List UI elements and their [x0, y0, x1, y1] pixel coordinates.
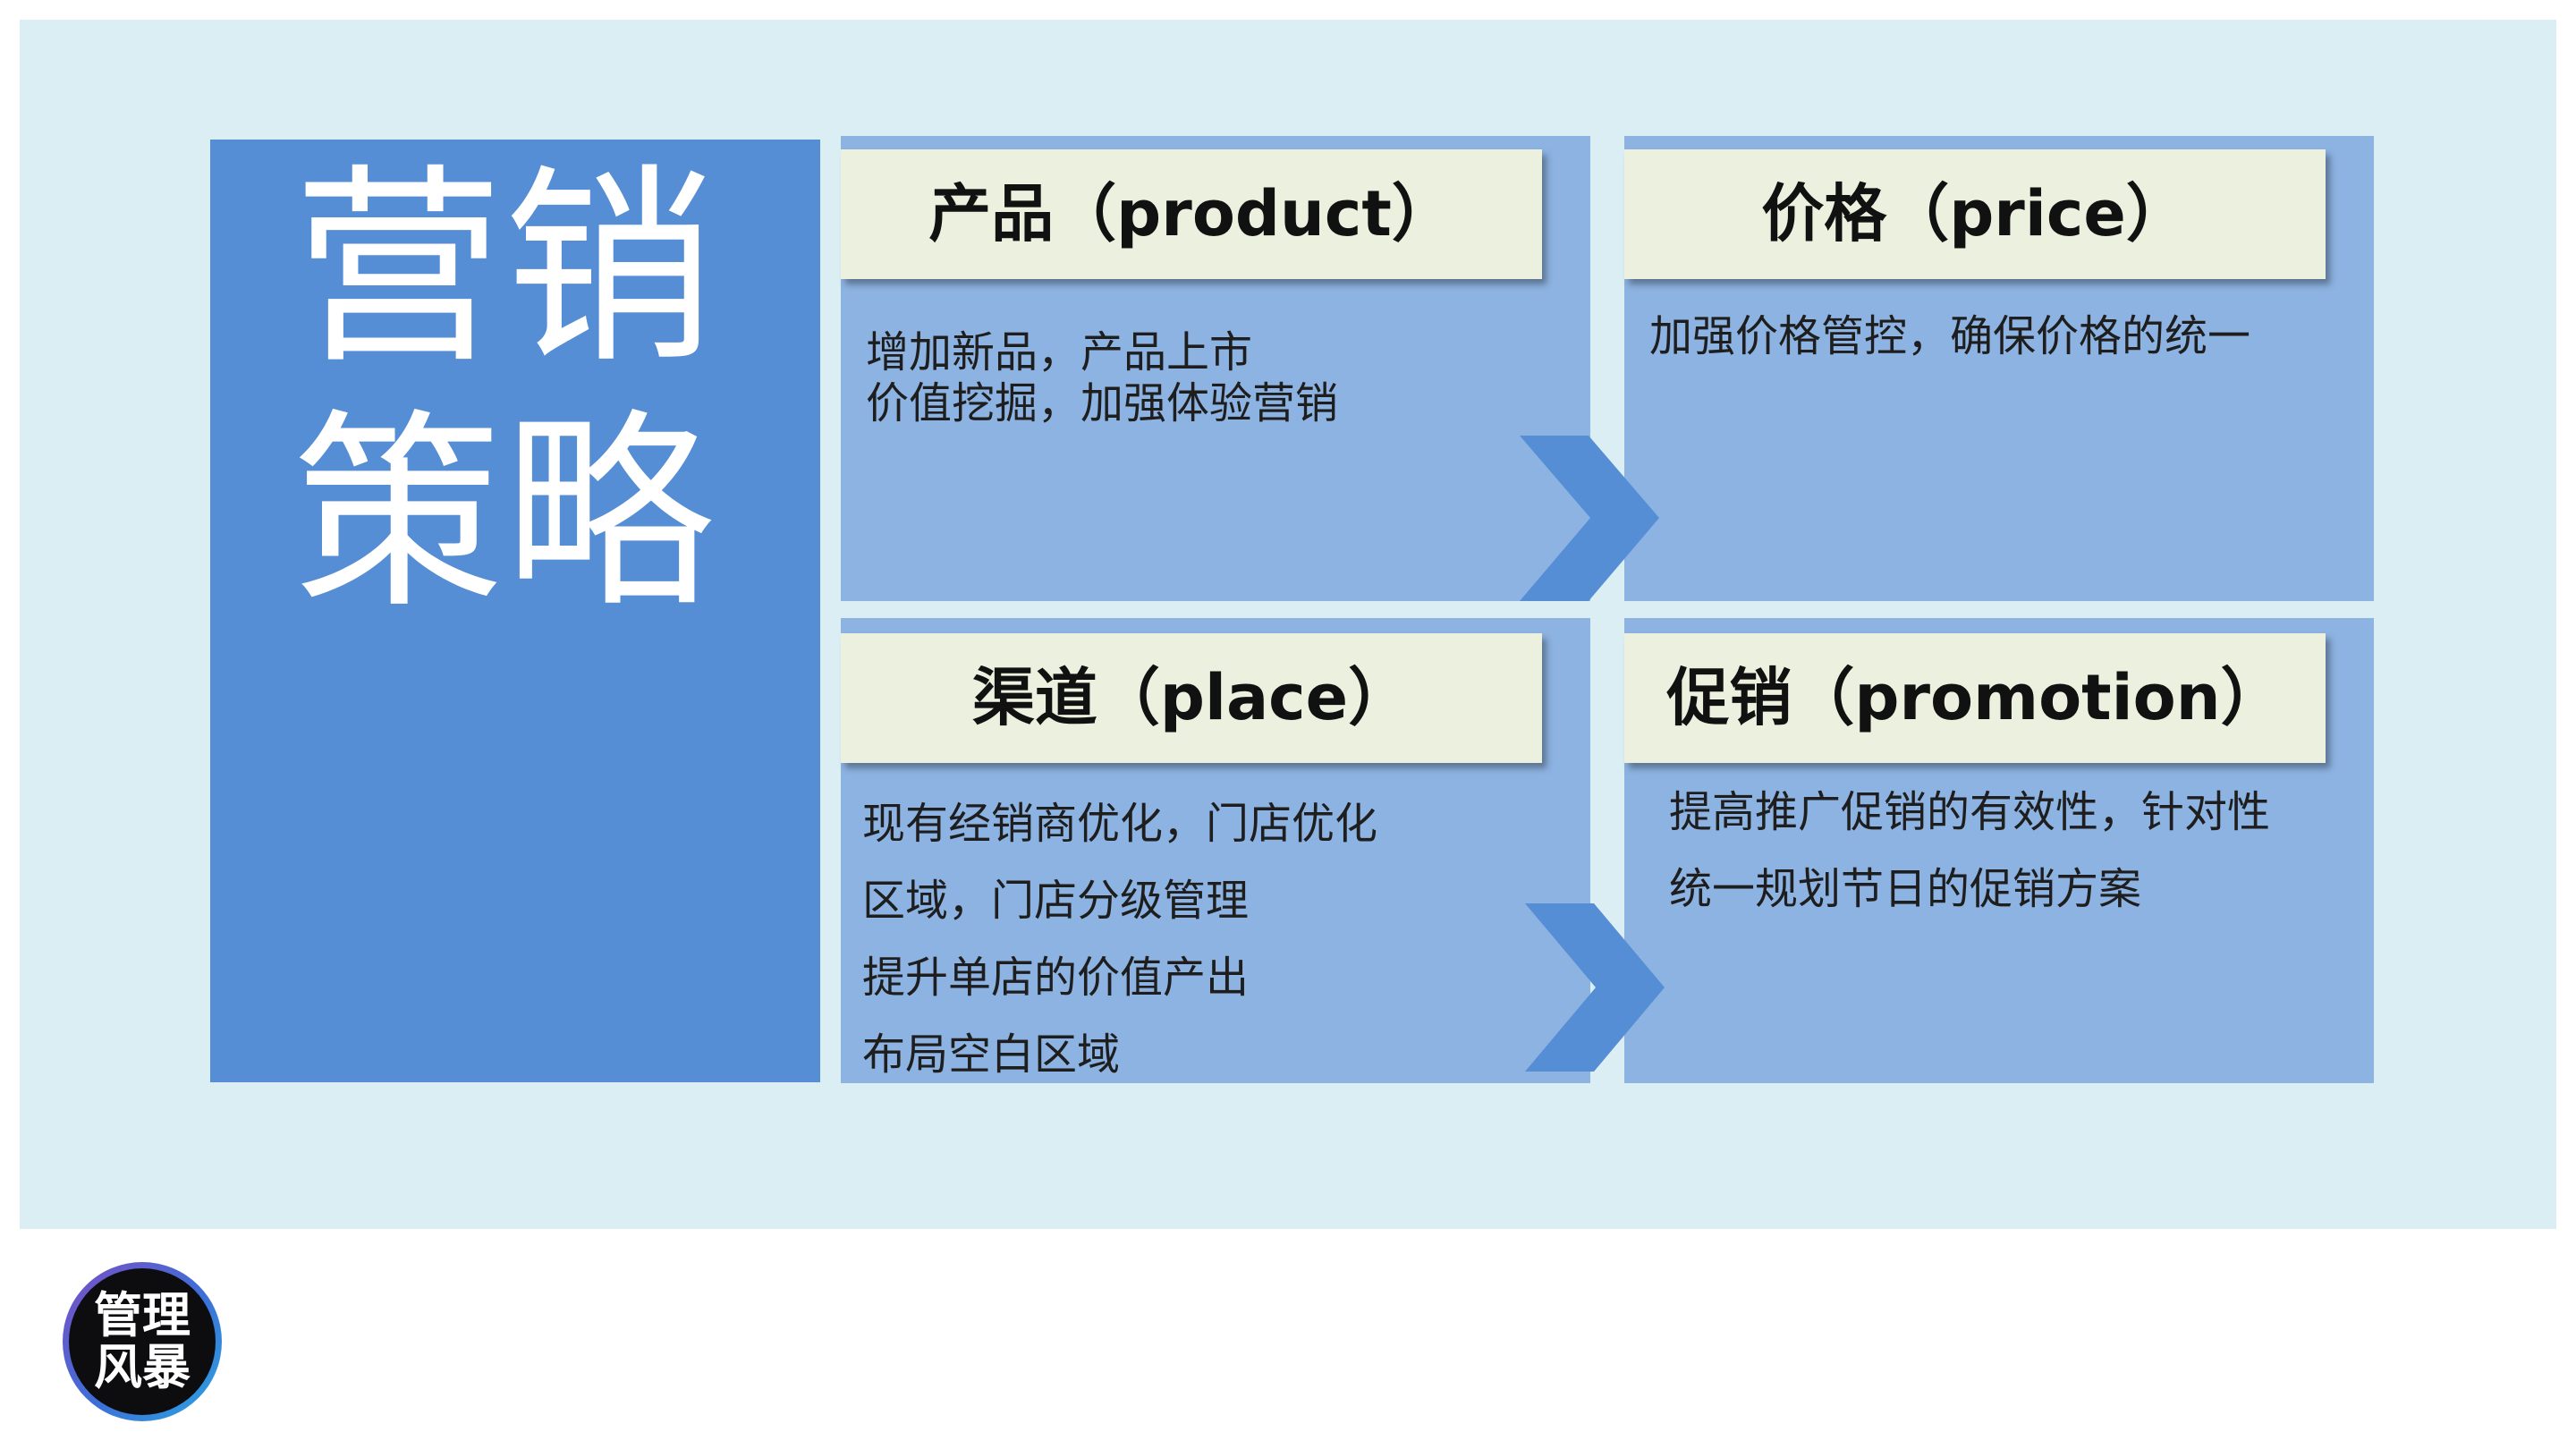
price-line: 加强价格管控，确保价格的统一: [1649, 311, 2251, 361]
promotion-line: 统一规划节日的促销方案: [1669, 864, 2142, 914]
title-line-1: 营销: [292, 146, 716, 392]
price-heading: 价格（price）: [1624, 149, 2326, 279]
slide-title: 营销 策略: [292, 147, 715, 637]
place-body: 现有经销商优化，门店优化 区域，门店分级管理 提升单店的价值产出 布局空白区域: [862, 785, 1377, 1093]
place-line: 布局空白区域: [862, 1030, 1121, 1080]
brand-logo: 管理 风暴: [63, 1262, 222, 1421]
logo-badge: 管理 风暴: [69, 1268, 216, 1415]
product-quadrant: 产品（product） 增加新品，产品上市 价值挖掘，加强体验营销: [841, 136, 1590, 601]
product-body: 增加新品，产品上市 价值挖掘，加强体验营销: [866, 327, 1338, 429]
logo-line-1: 管理: [94, 1287, 191, 1343]
product-line: 价值挖掘，加强体验营销: [866, 378, 1339, 428]
product-line: 增加新品，产品上市: [866, 327, 1253, 377]
promotion-heading: 促销（promotion）: [1624, 633, 2326, 763]
promotion-body: 提高推广促销的有效性，针对性 统一规划节日的促销方案: [1669, 774, 2270, 928]
product-heading: 产品（product）: [841, 149, 1542, 279]
promotion-line: 提高推广促销的有效性，针对性: [1669, 787, 2271, 837]
title-panel: 营销 策略: [210, 140, 820, 1082]
place-line: 现有经销商优化，门店优化: [862, 799, 1378, 849]
price-quadrant: 价格（price） 加强价格管控，确保价格的统一: [1624, 136, 2374, 601]
place-heading: 渠道（place）: [841, 633, 1542, 763]
title-line-2: 策略: [292, 391, 716, 637]
place-line: 提升单店的价值产出: [862, 953, 1250, 1003]
place-line: 区域，门店分级管理: [862, 876, 1250, 926]
logo-line-2: 风暴: [94, 1339, 191, 1395]
promotion-quadrant: 促销（promotion） 提高推广促销的有效性，针对性 统一规划节日的促销方案: [1624, 618, 2374, 1083]
place-quadrant: 渠道（place） 现有经销商优化，门店优化 区域，门店分级管理 提升单店的价值…: [841, 618, 1590, 1083]
price-body: 加强价格管控，确保价格的统一: [1649, 311, 2250, 362]
